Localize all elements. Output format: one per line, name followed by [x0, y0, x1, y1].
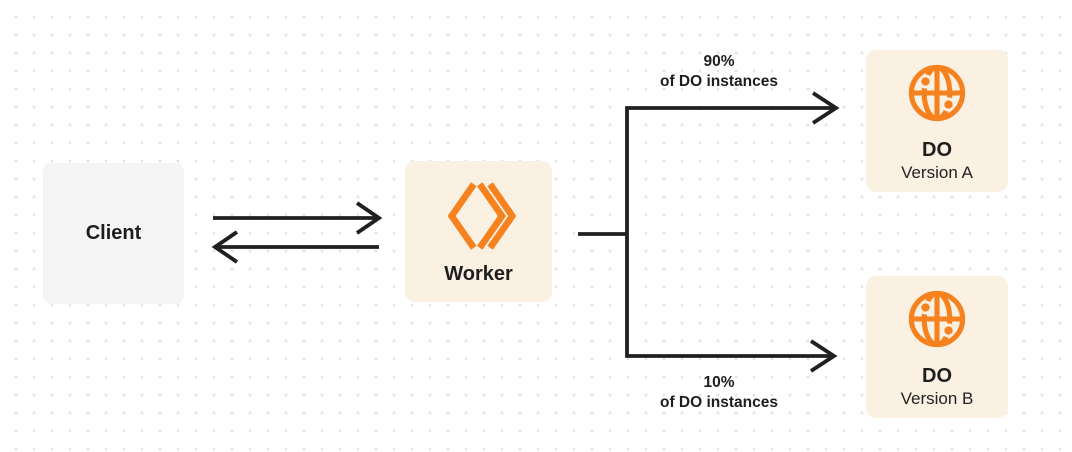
do-a-subtitle: Version A: [901, 163, 973, 182]
node-do-version-b: DO Version B: [866, 276, 1008, 418]
node-do-version-a: DO Version A: [866, 50, 1008, 192]
percent-text: 90%: [703, 53, 735, 70]
globe-icon: [905, 61, 969, 125]
caption-text: of DO instances: [660, 394, 778, 411]
worker-label: Worker: [444, 263, 513, 285]
arrow-worker-to-client: [211, 230, 379, 264]
arrow-client-to-worker: [213, 201, 383, 235]
client-label: Client: [85, 222, 142, 244]
node-client: Client: [43, 163, 184, 304]
edge-label-90-percent: 90% of DO instances: [627, 52, 811, 92]
caption-text: of DO instances: [660, 73, 778, 90]
node-worker: Worker: [405, 161, 552, 302]
do-b-subtitle: Version B: [900, 389, 974, 408]
arrowhead-to-version-b: [809, 339, 838, 373]
arrowhead-to-version-a: [811, 91, 840, 125]
workers-chevrons-icon: [442, 179, 516, 253]
branch-connector: [578, 106, 835, 358]
percent-text: 10%: [703, 374, 735, 391]
do-b-title: DO: [922, 365, 952, 387]
globe-icon: [905, 287, 969, 351]
do-a-title: DO: [922, 139, 952, 161]
edge-label-10-percent: 10% of DO instances: [627, 373, 811, 413]
